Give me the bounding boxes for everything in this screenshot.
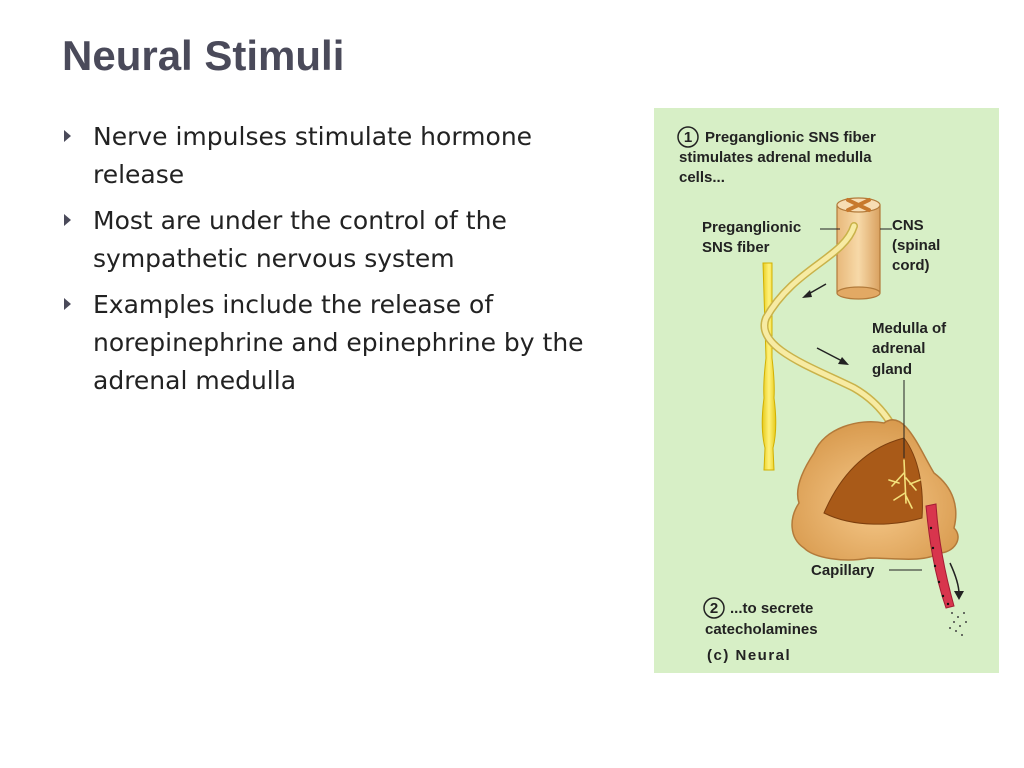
step2-number: 2	[710, 600, 718, 617]
bullet-item: Most are under the control of the sympat…	[62, 202, 622, 278]
label-capillary: Capillary	[811, 562, 875, 579]
label-preganglionic-line1: Preganglionic	[702, 219, 801, 236]
label-cns-line2: (spinal	[892, 237, 940, 254]
step2-line2: catecholamines	[705, 621, 818, 638]
label-cns-line3: cord)	[892, 257, 930, 274]
bullet-item: Examples include the release of norepine…	[62, 286, 622, 400]
bullet-arrow-icon	[64, 130, 71, 142]
bullet-text: Most are under the control of the sympat…	[93, 206, 507, 273]
figure-caption: (c) Neural	[707, 647, 791, 664]
bullet-arrow-icon	[64, 214, 71, 226]
step1-line1: Preganglionic SNS fiber	[705, 129, 876, 146]
step1-line2: stimulates adrenal medulla	[679, 149, 872, 166]
capillary	[925, 503, 955, 609]
step2-line1: ...to secrete	[730, 600, 813, 617]
catecholamine-dots	[949, 612, 967, 636]
label-cns-line1: CNS	[892, 217, 924, 234]
step2-number-circle	[703, 597, 725, 619]
bullet-list: Nerve impulses stimulate hormone release…	[62, 118, 622, 408]
bullet-text: Examples include the release of norepine…	[93, 290, 584, 395]
step1-number-circle	[677, 126, 699, 148]
flow-arrow-icon	[816, 347, 849, 365]
adrenal-gland	[791, 419, 959, 561]
step1-line3: cells...	[679, 169, 725, 186]
bullet-arrow-icon	[64, 298, 71, 310]
flow-arrow-icon	[802, 283, 827, 298]
slide-title: Neural Stimuli	[62, 32, 345, 79]
spinal-cord	[836, 197, 881, 300]
nerve-trunk	[761, 262, 777, 471]
label-preganglionic-line2: SNS fiber	[702, 239, 770, 256]
figure-illustration: 1 Preganglionic SNS fiber stimulates adr…	[677, 126, 967, 664]
bullet-text: Nerve impulses stimulate hormone release	[93, 122, 533, 189]
label-medulla-line2: adrenal	[872, 340, 925, 357]
neural-stimuli-figure: 1 Preganglionic SNS fiber stimulates adr…	[654, 108, 999, 673]
step1-number: 1	[684, 129, 692, 146]
secretion-arrow-icon	[949, 562, 964, 600]
label-medulla-line3: gland	[872, 361, 912, 378]
bullet-item: Nerve impulses stimulate hormone release	[62, 118, 622, 194]
label-medulla-line1: Medulla of	[872, 320, 947, 337]
